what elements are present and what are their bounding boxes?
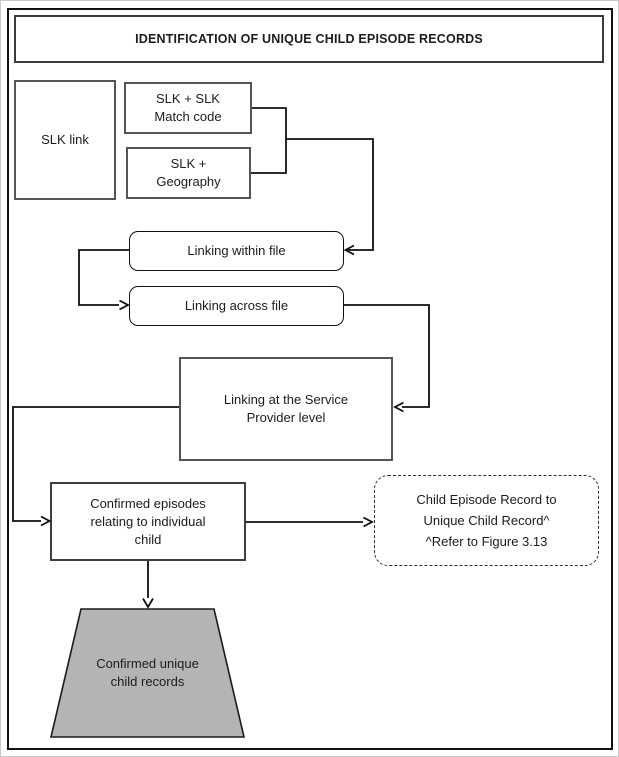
page-border-frame (7, 8, 613, 750)
node-slk-link: SLK link (14, 80, 116, 200)
title-text: IDENTIFICATION OF UNIQUE CHILD EPISODE R… (135, 32, 483, 46)
node-label-line: Confirmed unique (96, 656, 199, 671)
node-confirmed-unique-child-records: Confirmed unique child records (51, 609, 244, 737)
node-label: Linking across file (184, 298, 289, 313)
node-slk-slk-match-code: SLK + SLK Match code (124, 82, 252, 134)
node-child-episode-record-note: Child Episode Record to Unique Child Rec… (374, 475, 599, 566)
node-label-line: Provider level (246, 410, 326, 425)
node-label: SLK link (41, 132, 89, 147)
node-label-line: Geography (156, 174, 221, 189)
node-label-line: relating to individual (90, 513, 206, 529)
node-linking-service-provider-level: Linking at the Service Provider level (179, 357, 393, 461)
title-box: IDENTIFICATION OF UNIQUE CHILD EPISODE R… (14, 15, 604, 63)
node-label-line: Confirmed episodes (90, 495, 206, 511)
node-label-line: child records (110, 674, 185, 689)
node-label-line: SLK + (170, 156, 207, 171)
node-linking-across-file: Linking across file (129, 286, 344, 326)
node-label-line: Linking at the Service (223, 392, 349, 407)
node-confirmed-episodes: Confirmed episodes relating to individua… (50, 482, 246, 561)
node-label-line: child (134, 531, 162, 547)
node-label-line: ^Refer to Figure 3.13 (425, 534, 548, 549)
node-label-line: Child Episode Record to (416, 492, 557, 507)
node-label-line: SLK + SLK (156, 91, 220, 106)
node-slk-geography: SLK + Geography (126, 147, 251, 199)
node-label-line: Match code (154, 109, 222, 124)
node-label: Linking within file (187, 243, 286, 258)
node-label-line: Unique Child Record^ (423, 513, 550, 528)
node-linking-within-file: Linking within file (129, 231, 344, 271)
